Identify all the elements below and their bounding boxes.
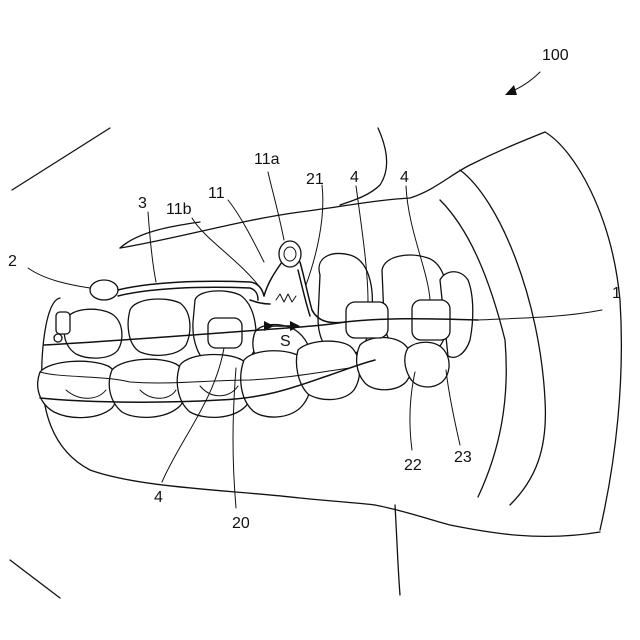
tooth (296, 341, 359, 400)
bracket-hook (54, 334, 62, 342)
upper-boundary-curve (120, 222, 200, 248)
label-4-bottom: 4 (154, 489, 163, 506)
label-11: 11 (208, 185, 225, 202)
lower-lip-outline (375, 505, 600, 536)
top-lip-curve (340, 128, 387, 205)
label-4-top-right: 4 (400, 169, 409, 186)
spring-base (250, 300, 270, 304)
label-1: 1 (612, 285, 621, 302)
label-4-top-left: 4 (350, 169, 359, 186)
label-21: 21 (306, 171, 324, 188)
tooth (38, 361, 119, 417)
leader-11b (192, 218, 262, 290)
label-20: 20 (232, 515, 250, 532)
bracket-upper-right (412, 300, 450, 340)
leader-11 (228, 200, 264, 262)
coil-spring-11b (276, 294, 296, 302)
nose-cheek-curve (545, 132, 621, 530)
tooth (128, 299, 190, 355)
label-s: S (280, 333, 291, 350)
bracket-small (56, 312, 70, 334)
leader-11a (268, 172, 284, 240)
connecting-wire-3 (118, 281, 264, 296)
tooth (109, 359, 187, 417)
leader-2 (28, 268, 90, 288)
label-22: 22 (404, 457, 422, 474)
label-3: 3 (138, 195, 147, 212)
label-11a: 11a (254, 151, 280, 168)
anchor-button-2 (90, 280, 118, 300)
leader-100-arrowhead (505, 85, 517, 95)
reference-numeral-label: 100 (542, 47, 569, 64)
label-2: 2 (8, 253, 17, 270)
leader-22 (410, 372, 415, 450)
upper-left-face-line (12, 128, 110, 190)
label-11b: 11b (166, 201, 192, 218)
leader-23 (446, 370, 460, 445)
loop-11a (279, 241, 301, 267)
leader-3 (148, 212, 156, 282)
tooth (64, 309, 122, 358)
label-23: 23 (454, 449, 472, 466)
upper-lip-outline (120, 132, 545, 248)
cheek-line-b (460, 170, 545, 505)
chin-outline (395, 505, 400, 595)
spring-arm-11 (264, 262, 282, 296)
tooth (405, 342, 449, 387)
lower-left-face-line (10, 560, 60, 598)
